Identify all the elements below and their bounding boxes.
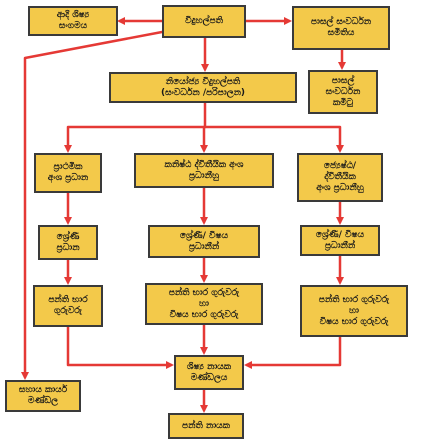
- grade-subject-head-senior-box: ශ්‍රේණි/ විෂය ප්‍රධානීන්: [300, 225, 380, 256]
- principal-box: විදුහල්පති: [162, 5, 246, 38]
- arrowhead-support: [21, 372, 29, 380]
- arrowhead-teacher-primary: [64, 277, 72, 285]
- past-pupils-box: ආදි ශිෂ්‍ය සංගමය: [28, 6, 118, 36]
- deputy-principal-box: නියෝජ්‍ය විදුහල්පති (සංවර්ධන /පරිපාලන): [109, 72, 297, 103]
- sdc-box: පාසල් සංවර්ධන සමිතිය: [292, 6, 390, 50]
- arrowhead-junior: [200, 145, 208, 153]
- arrowhead-pastpupils: [117, 17, 125, 25]
- primary-head-box: ප්‍රාථමික අංශ ප්‍රධාන: [34, 153, 102, 193]
- arrowhead-monitors: [200, 405, 208, 413]
- junior-sec-head-box: කනිෂ්ඨ ද්විතීයික අංශ ප්‍රධානීහු: [134, 153, 274, 188]
- arrowhead-primary: [64, 145, 72, 153]
- arrowhead-prefects-right: [244, 361, 252, 369]
- arrowhead-sdc: [284, 17, 292, 25]
- grade-subject-head-junior-box: ශ්‍රේණි/ විෂය ප්‍රධානීන්: [148, 225, 260, 258]
- arrowhead-senior: [336, 145, 344, 153]
- arrowhead-teacher-senior: [336, 277, 344, 285]
- arrowhead-grade-senior: [336, 217, 344, 225]
- arrowhead-teacher-junior: [200, 275, 208, 283]
- senior-sec-head-box: ජ්‍යෙෂ්ඨ/ ද්විතීයික අංශ ප්‍රධානීහු: [297, 153, 383, 202]
- arrowhead-prefects-left: [166, 361, 174, 369]
- support-staff-box: සහාය කාර්ය මණ්ඩල: [5, 380, 81, 412]
- arrowhead-prefects-top: [200, 347, 208, 355]
- class-subject-teacher-senior-box: පන්ති භාර ගුරුවරු හා විෂය භාර ගුරුවරු: [300, 285, 408, 337]
- arrowhead-grade-primary: [64, 217, 72, 225]
- school-dev-committee-box: පාසල් සංවර්ධන කමිටු: [308, 70, 378, 114]
- grade-head-primary-box: ශ්‍රේණි ප්‍රධාන: [38, 225, 98, 260]
- prefects-board-box: ශිෂ්‍ය නායක මණ්ඩලය: [174, 355, 244, 390]
- class-monitors-box: පන්ති නායක: [168, 413, 244, 439]
- arrowhead-deputy: [201, 64, 209, 72]
- connector-senior-prefects: [245, 335, 342, 367]
- arrowhead-committee: [338, 62, 346, 70]
- class-subject-teacher-junior-box: පන්ති භාර ගුරුවරු හා විෂය භාර ගුරුවරු: [145, 283, 263, 325]
- connector-primary-prefects: [66, 325, 173, 367]
- arrowhead-grade-junior: [200, 217, 208, 225]
- class-teacher-primary-box: පන්ති භාර ගුරුවරු: [33, 285, 103, 327]
- connector-principal-support: [23, 30, 164, 379]
